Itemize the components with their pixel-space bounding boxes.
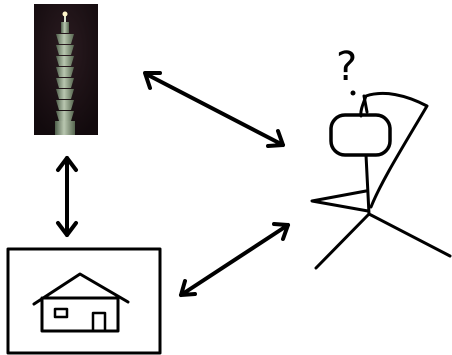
- arrow-tower-person: [145, 73, 283, 146]
- house-window: [55, 309, 67, 317]
- home-box: [8, 249, 160, 353]
- arrow-tower-home: [58, 158, 76, 235]
- person-body: [366, 155, 369, 214]
- person-right-leg: [369, 214, 450, 256]
- tower-top: [61, 22, 69, 33]
- person-left-leg: [316, 214, 369, 268]
- question-dot: [351, 91, 356, 96]
- person-lower-arm: [312, 191, 368, 211]
- house-door: [93, 313, 105, 331]
- tower-base: [55, 121, 75, 135]
- skyscraper-photo: [34, 4, 98, 135]
- person-raised-arm: [361, 93, 427, 207]
- question-mark: ?: [336, 44, 357, 90]
- arrow-home-person: [181, 224, 288, 295]
- house-icon: [34, 274, 128, 331]
- person-head: [331, 115, 390, 155]
- tower-beacon: [63, 12, 68, 17]
- thinking-person: ?: [312, 44, 450, 268]
